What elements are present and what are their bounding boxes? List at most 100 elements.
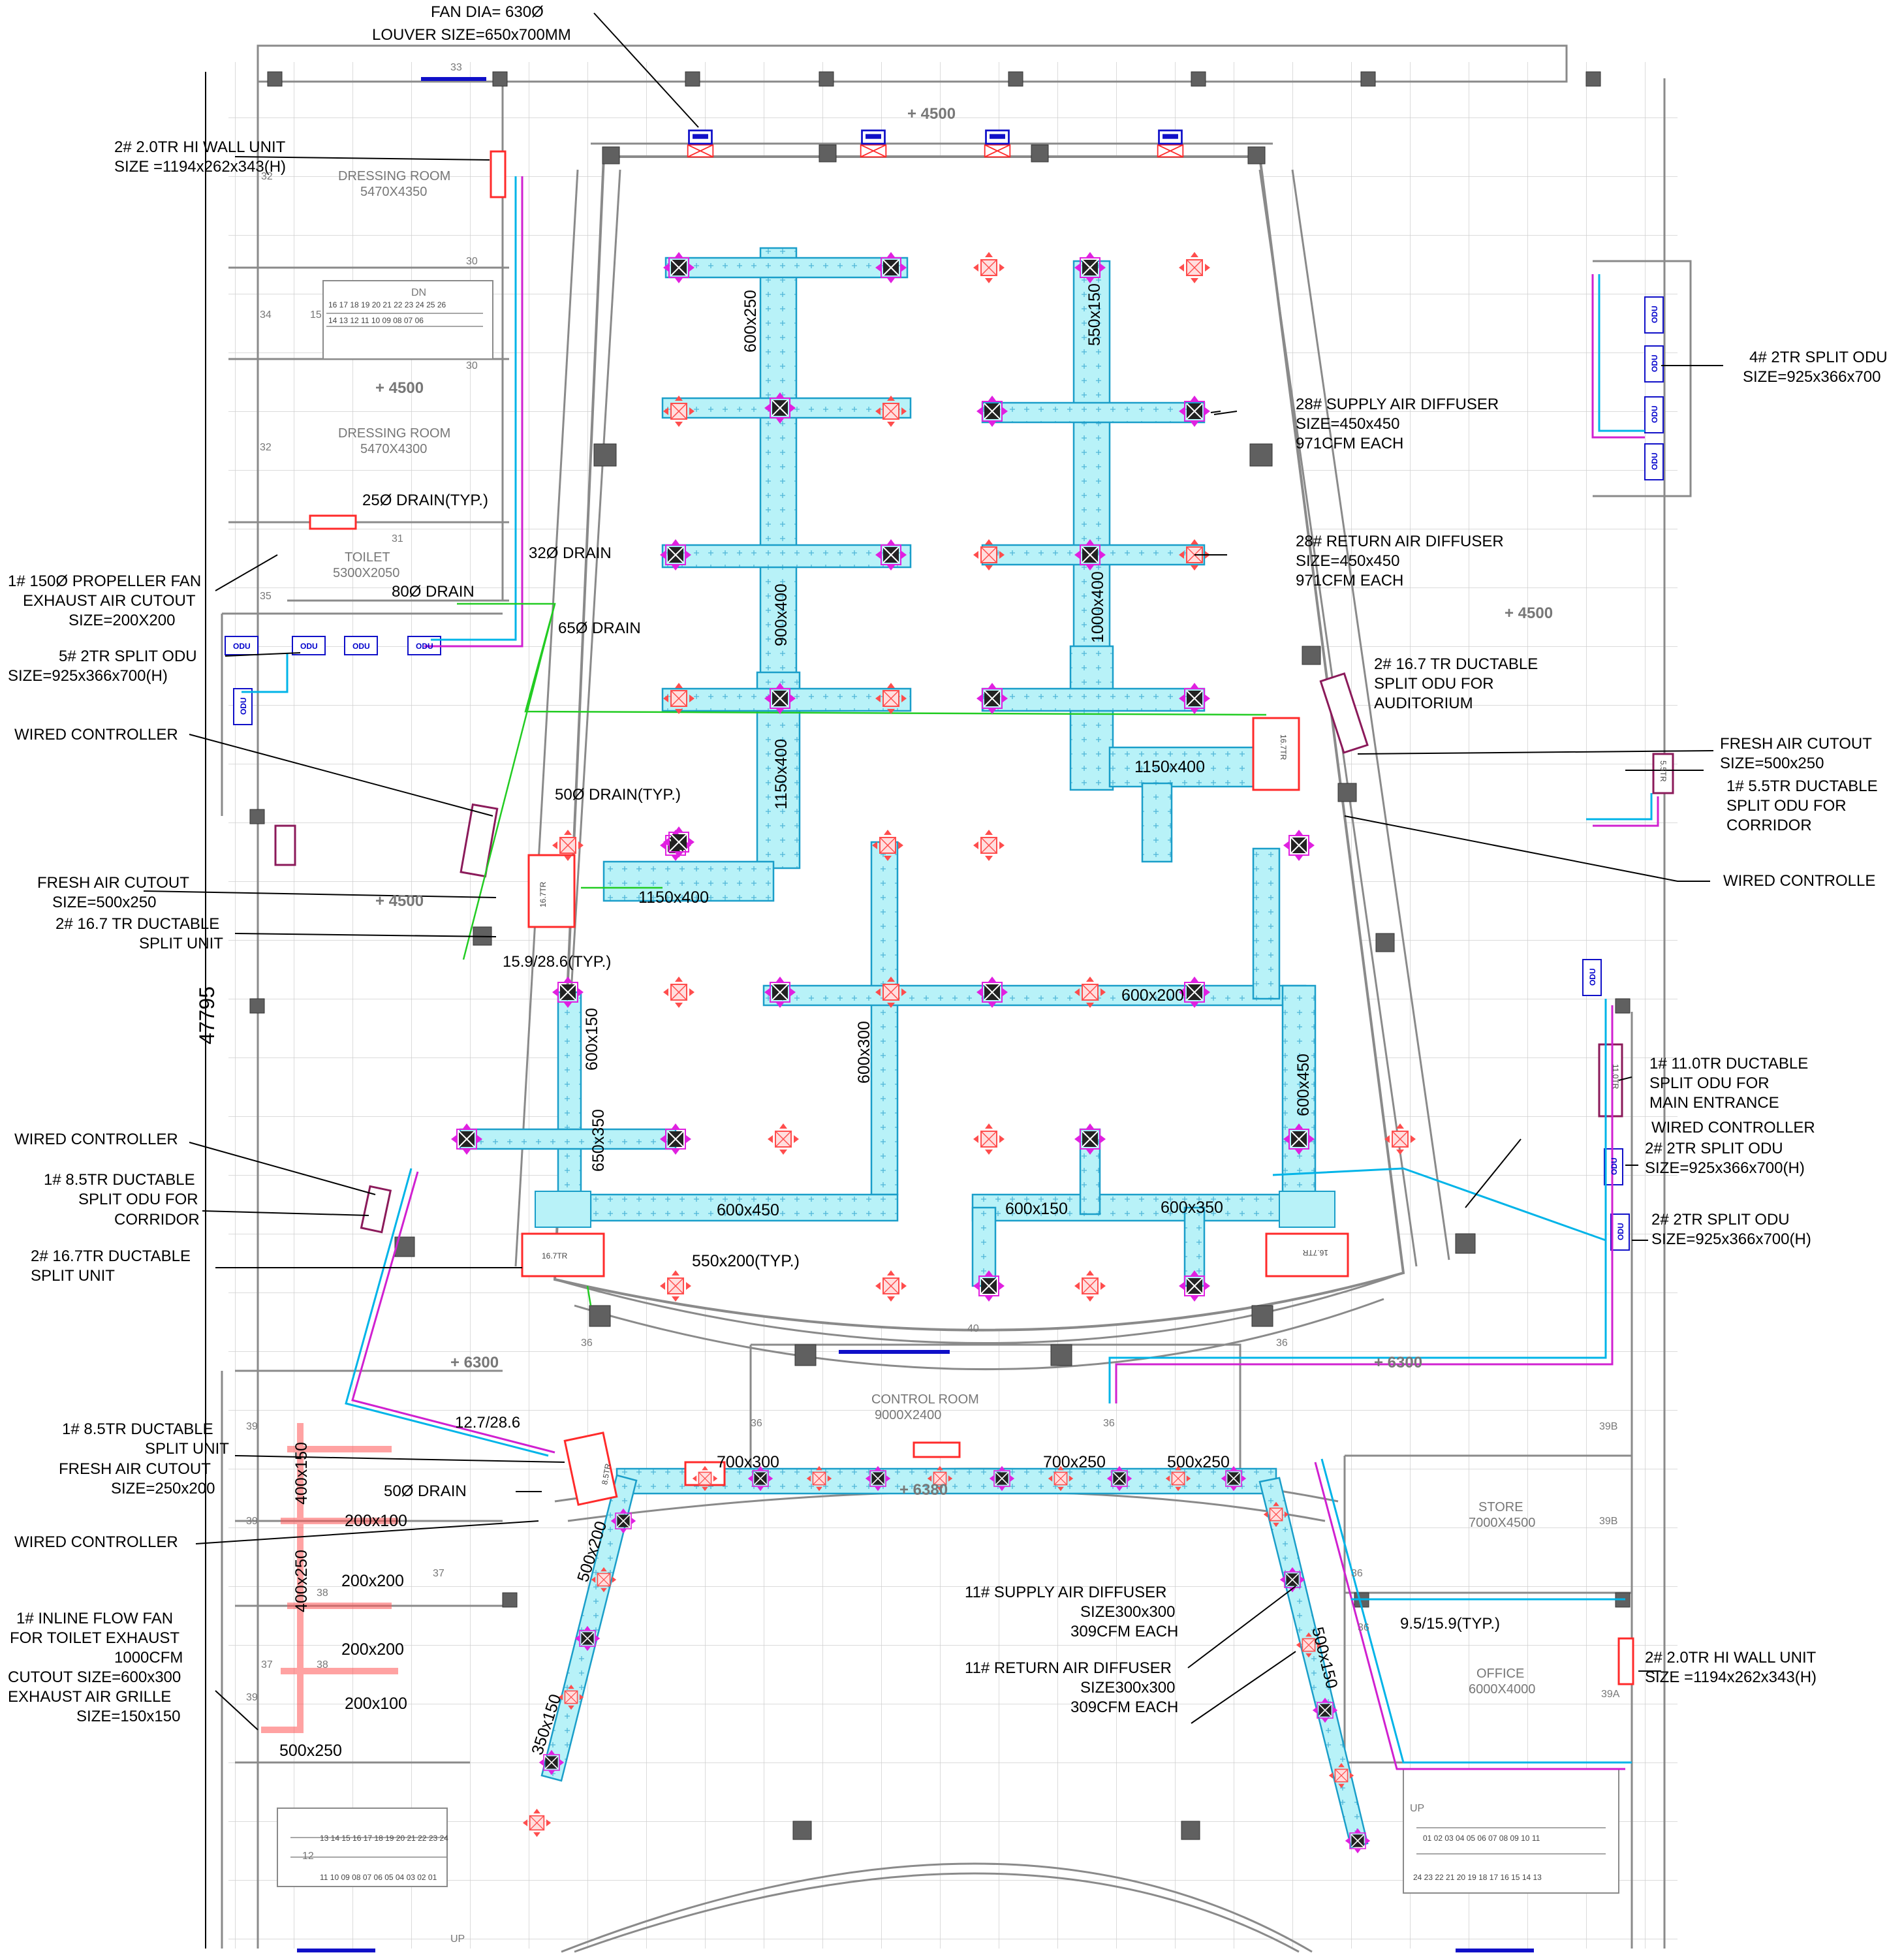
corr55-label-3: CORRIDOR bbox=[1726, 817, 1812, 834]
stair-labels: DN 16 17 18 19 20 21 22 23 24 25 26 14 1… bbox=[320, 287, 1542, 1945]
inline-fan-label-3: 1000CFM bbox=[114, 1649, 183, 1667]
pipe-127-label: 12.7/28.6 bbox=[455, 1414, 520, 1432]
room-mark: 34 bbox=[260, 309, 272, 321]
stair-nums: 13 14 15 16 17 18 19 20 21 22 23 24 bbox=[320, 1834, 448, 1843]
room-mark: 36 bbox=[751, 1418, 762, 1429]
duct-label: 500x250 bbox=[279, 1742, 342, 1760]
split167-label-2: SPLIT UNIT bbox=[31, 1267, 115, 1285]
return28-label-3: 971CFM EACH bbox=[1296, 572, 1403, 589]
return11-label-2: SIZE300x300 bbox=[1080, 1679, 1175, 1697]
room-mark: 36 bbox=[1351, 1568, 1363, 1579]
supply11-label-1: 11# SUPPLY AIR DIFFUSER bbox=[965, 1584, 1166, 1601]
odu-tag: ODU bbox=[1650, 452, 1659, 470]
odu2b-label-2: SIZE=925x366x700(H) bbox=[1651, 1230, 1811, 1248]
overall-dimension: 47795 bbox=[195, 986, 219, 1044]
duct-label: 1000x400 bbox=[1089, 571, 1107, 643]
drain32-label: 32Ø DRAIN bbox=[529, 544, 612, 562]
odu5-label-2: SIZE=925x366x700(H) bbox=[8, 667, 168, 685]
stair-nums: 01 02 03 04 05 06 07 08 09 10 11 bbox=[1423, 1834, 1540, 1843]
return11-label-1: 11# RETURN AIR DIFFUSER bbox=[965, 1659, 1172, 1677]
room-mark: 39A bbox=[1601, 1689, 1620, 1700]
room-mark: 36 bbox=[1276, 1338, 1288, 1349]
room-name: TOILET bbox=[345, 550, 390, 565]
drain80-label: 80Ø DRAIN bbox=[392, 583, 475, 601]
room-mark: 33 bbox=[450, 62, 462, 73]
level-marker: + 4500 bbox=[907, 105, 956, 123]
room-mark: 32 bbox=[260, 442, 272, 453]
level-marker: + 6300 bbox=[450, 1354, 499, 1371]
duct-label: 600x150 bbox=[583, 1008, 601, 1071]
corr55-label-2: SPLIT ODU FOR bbox=[1726, 797, 1847, 815]
inline-fan-label-1: 1# INLINE FLOW FAN bbox=[16, 1610, 173, 1627]
stair-nums: 14 13 12 11 10 09 08 07 06 bbox=[328, 316, 424, 325]
odu-tag: ODU bbox=[1650, 405, 1659, 423]
fan-label-1: FAN DIA= 630Ø bbox=[431, 3, 544, 21]
wired-controller-label-3: WIRED CONTROLLE bbox=[1723, 872, 1875, 890]
return28-label-2: SIZE=450x450 bbox=[1296, 552, 1399, 570]
stair-left bbox=[277, 1808, 448, 1887]
duct-label: 600x250 bbox=[741, 290, 760, 352]
supply28-label-2: SIZE=450x450 bbox=[1296, 415, 1399, 433]
duct-label: 600x150 bbox=[1005, 1200, 1068, 1218]
stair-nums: 16 17 18 19 20 21 22 23 24 25 26 bbox=[328, 300, 446, 309]
stair-up: UP bbox=[1410, 1803, 1424, 1814]
room-mark: 36 bbox=[581, 1338, 593, 1349]
room-name: OFFICE bbox=[1476, 1667, 1524, 1681]
wired-controller-label-4: WIRED CONTROLLER bbox=[1651, 1119, 1815, 1136]
room-mark: 39 bbox=[246, 1692, 258, 1703]
odu-tag: ODU bbox=[1588, 968, 1597, 986]
inline-fan-label-5: EXHAUST AIR GRILLE bbox=[8, 1688, 171, 1706]
odu2b-label-1: 2# 2TR SPLIT ODU bbox=[1651, 1211, 1790, 1229]
duct-label: 550x150 bbox=[1085, 283, 1104, 346]
duct-label: 600x200 bbox=[1121, 986, 1184, 1005]
prop-fan-label-3: SIZE=200X200 bbox=[69, 612, 175, 629]
duct-label: 650x350 bbox=[589, 1109, 608, 1172]
stair-dn: DN bbox=[411, 287, 426, 298]
room-size: 5470X4300 bbox=[360, 442, 427, 456]
odu4-label-1: 4# 2TR SPLIT ODU bbox=[1749, 349, 1888, 366]
odu-tag: ODU bbox=[1610, 1157, 1619, 1175]
duct-label: 700x300 bbox=[717, 1453, 779, 1471]
room-labels: DRESSING ROOM 5470X4350 DRESSING ROOM 54… bbox=[333, 169, 1535, 1697]
room-mark: 39 bbox=[246, 1516, 258, 1527]
duct-label: 1150x400 bbox=[772, 739, 790, 809]
aud-odu-label-2: SPLIT ODU FOR bbox=[1374, 675, 1494, 693]
room-size: 5300X2050 bbox=[333, 566, 399, 580]
room-size: 9000X2400 bbox=[875, 1408, 941, 1422]
drain50-typ-label: 50Ø DRAIN(TYP.) bbox=[555, 786, 681, 804]
aud-odu-label-1: 2# 16.7 TR DUCTABLE bbox=[1374, 655, 1538, 673]
duct-label: 200x100 bbox=[345, 1695, 407, 1713]
room-name: DRESSING ROOM bbox=[338, 426, 450, 441]
duct-label: 600x300 bbox=[855, 1021, 873, 1084]
odu4-label-2: SIZE=925x366x700 bbox=[1743, 368, 1881, 386]
unit-tag: 16.7TR bbox=[1279, 734, 1288, 760]
room-mark: 35 bbox=[260, 591, 272, 602]
duct-size-labels: 600x250 550x150 900x400 1000x400 1150x40… bbox=[279, 283, 1341, 1760]
duct-label: 200x100 bbox=[345, 1512, 407, 1530]
odu2a-label-2: SIZE=925x366x700(H) bbox=[1645, 1159, 1805, 1177]
stair-up: UP bbox=[450, 1934, 465, 1945]
aud-odu-label-3: AUDITORIUM bbox=[1374, 695, 1473, 712]
fresh-air-small-2: SIZE=250x200 bbox=[111, 1480, 215, 1497]
room-mark: 32 bbox=[261, 171, 273, 182]
fresh-air-left-2: SIZE=500x250 bbox=[52, 894, 156, 911]
fresh-air-left-1: FRESH AIR CUTOUT bbox=[37, 874, 189, 892]
drain65-label: 65Ø DRAIN bbox=[558, 619, 641, 637]
room-mark: 38 bbox=[317, 1588, 328, 1599]
room-mark: 40 bbox=[967, 1323, 979, 1334]
stair-nums: 24 23 22 21 20 19 18 17 16 15 14 13 bbox=[1413, 1873, 1542, 1882]
room-marks: 33 32 30 34 30 32 31 35 40 36 36 36 36 3… bbox=[246, 62, 1620, 1862]
room-mark: 31 bbox=[392, 533, 403, 544]
leader-lines bbox=[143, 12, 1723, 1949]
supply28-label-1: 28# SUPPLY AIR DIFFUSER bbox=[1296, 396, 1499, 413]
main11-label-3: MAIN ENTRANCE bbox=[1649, 1094, 1779, 1112]
wired-controller-label-5: WIRED CONTROLLER bbox=[14, 1533, 178, 1551]
hiwall-bot-label-1: 2# 2.0TR HI WALL UNIT bbox=[1645, 1649, 1817, 1667]
prop-fan-label-1: 1# 150Ø PROPELLER FAN bbox=[8, 572, 201, 590]
fresh-air-right-1: FRESH AIR CUTOUT bbox=[1720, 735, 1872, 753]
main11-label-2: SPLIT ODU FOR bbox=[1649, 1074, 1770, 1092]
room-mark: 39B bbox=[1599, 1421, 1617, 1432]
supply28-label-3: 971CFM EACH bbox=[1296, 435, 1403, 452]
odu-tag: ODU bbox=[300, 642, 318, 651]
